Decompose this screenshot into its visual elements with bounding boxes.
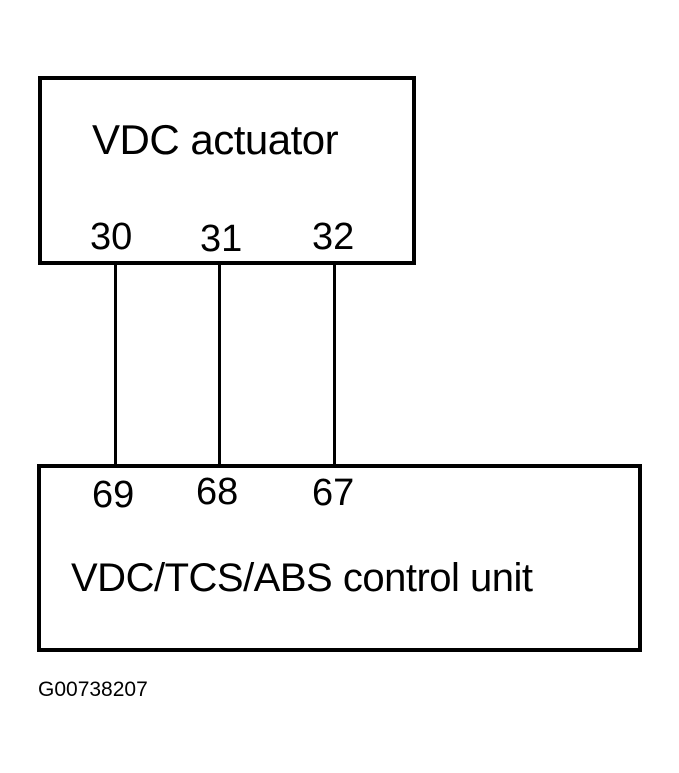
vdc-actuator-title: VDC actuator <box>92 116 339 163</box>
control-unit-pin-69: 69 <box>92 474 135 516</box>
actuator-pin-32: 32 <box>312 216 355 258</box>
wire-30-69 <box>114 262 117 468</box>
control-unit-box: VDC/TCS/ABS control unit <box>37 464 642 652</box>
wire-31-68 <box>218 262 221 468</box>
wire-32-67 <box>333 262 336 468</box>
actuator-pin-30: 30 <box>90 216 133 258</box>
actuator-pin-31: 31 <box>200 218 243 260</box>
control-unit-pin-68: 68 <box>196 471 239 513</box>
control-unit-pin-67: 67 <box>312 472 355 514</box>
control-unit-title: VDC/TCS/ABS control unit <box>71 556 533 600</box>
vdc-actuator-box: VDC actuator <box>38 76 416 265</box>
diagram-code: G00738207 <box>38 678 148 701</box>
